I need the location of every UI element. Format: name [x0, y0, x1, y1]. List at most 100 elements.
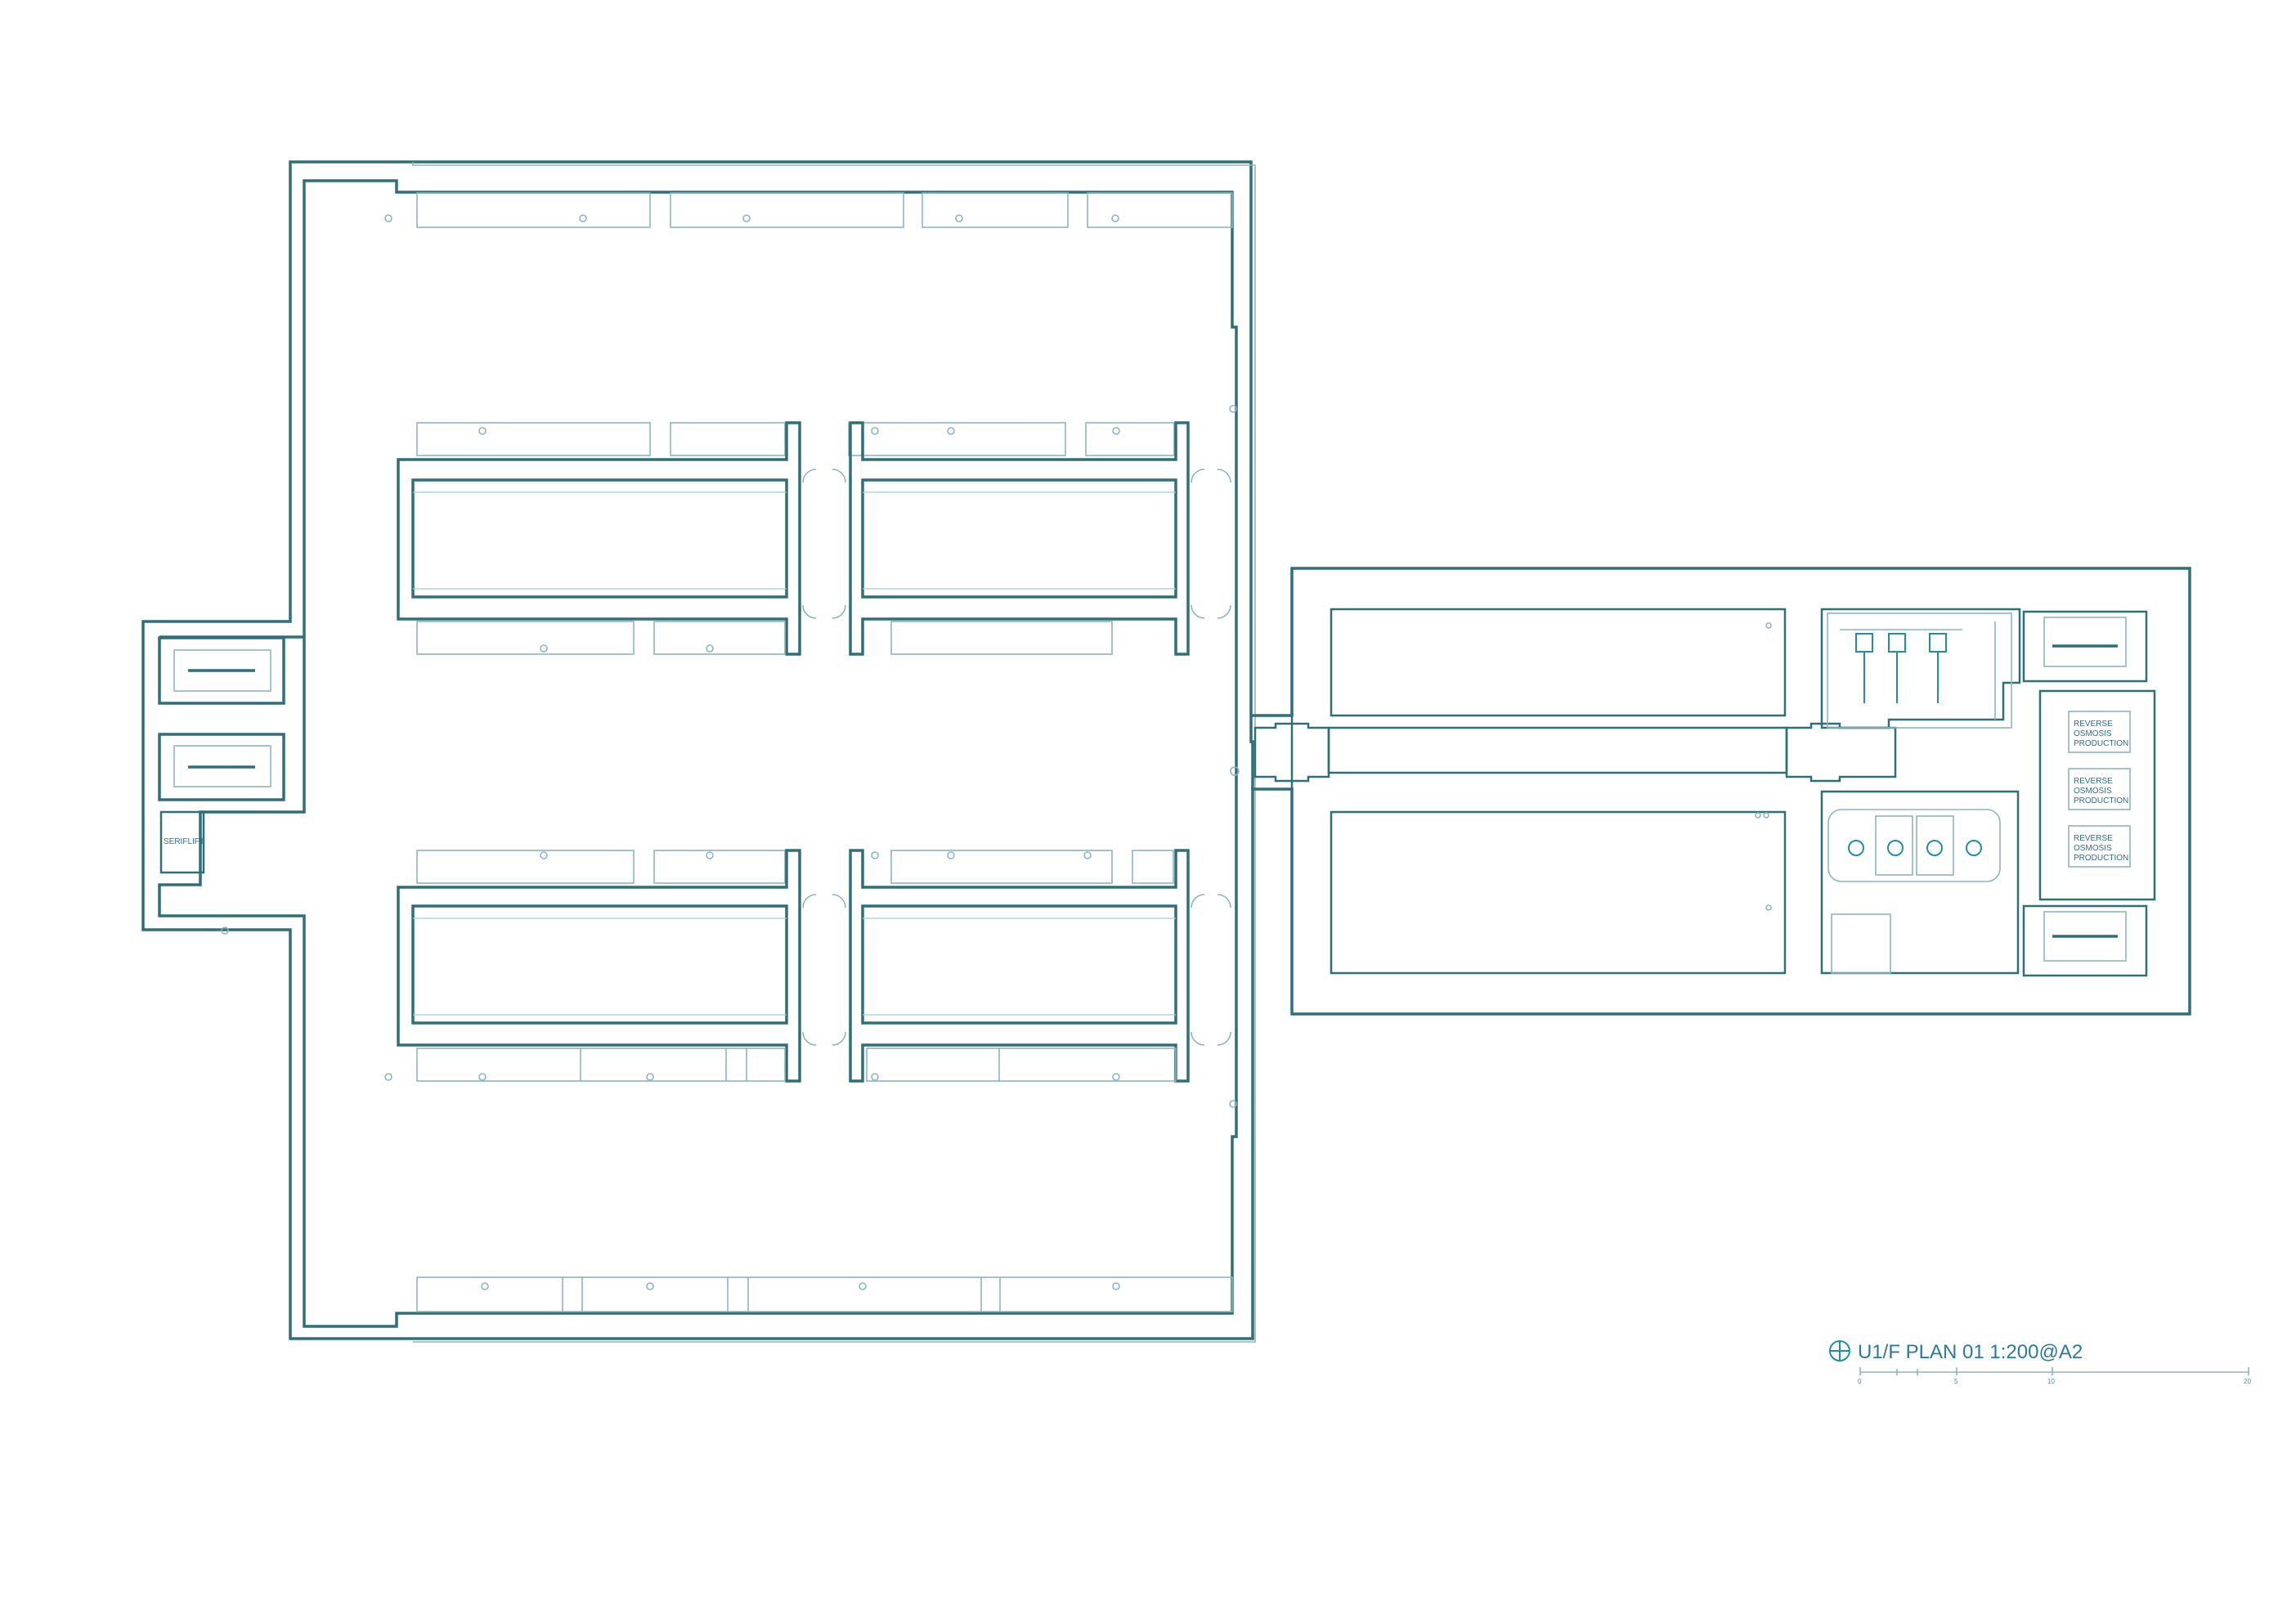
bench [416, 192, 651, 228]
pump [1966, 840, 1982, 856]
ro-cell-2 [2068, 768, 2131, 810]
bench [416, 422, 651, 456]
column-marker [955, 214, 963, 222]
door-swing [802, 1031, 846, 1046]
bench [653, 621, 786, 655]
column-marker [478, 1073, 487, 1081]
corridor-vestibule [1253, 722, 1330, 783]
upper-room-right-inner [861, 478, 1177, 599]
ro-cell-3 [2068, 825, 2131, 868]
column-marker [706, 644, 714, 653]
upper-room-right-wall [849, 421, 1190, 656]
scale-label-10: 10 [2047, 1378, 2055, 1385]
link-corridor-wall [1251, 567, 2191, 1016]
bench [670, 192, 904, 228]
fixture-marker [1763, 812, 1769, 819]
east-stair-core-bottom [2022, 904, 2148, 977]
column-marker [1112, 1282, 1120, 1290]
ro-hall [2038, 689, 2156, 901]
ro-cell-1 [2068, 711, 2131, 753]
door-swing [1191, 1031, 1231, 1046]
upper-room-left-inner [411, 478, 788, 599]
bench [670, 422, 786, 456]
ro-cell-1-label-1: REVERSE [2074, 720, 2113, 729]
door-swing [802, 894, 846, 908]
stair-core-1-run [173, 649, 271, 692]
drawing-title: U1/F PLAN 01 1:200@A2 [1858, 1341, 2083, 1363]
fixture-marker [1765, 904, 1772, 911]
column-marker [1111, 214, 1119, 222]
bench [890, 850, 1113, 884]
pump [1848, 840, 1864, 856]
main-hall-inner-wall [158, 179, 1238, 1328]
door-swing [802, 469, 846, 483]
column-marker [384, 214, 392, 222]
ro-cell-2-label-3: PRODUCTION [2074, 796, 2128, 805]
filter-units [1840, 621, 1996, 720]
plant-room-upper [1820, 608, 2021, 729]
bench [922, 192, 1069, 228]
column-marker [1229, 1100, 1237, 1108]
column-marker [579, 214, 587, 222]
column-marker [947, 851, 955, 859]
east-stair-top-run [2043, 617, 2127, 667]
ro-cell-2-label-2: OSMOSIS [2074, 787, 2112, 796]
ro-cell-3-label-1: REVERSE [2074, 834, 2113, 843]
east-stair-core-top [2022, 610, 2148, 683]
east-room-lower [1330, 810, 1787, 975]
ro-cell-3-label-2: OSMOSIS [2074, 844, 2112, 853]
column-marker [1112, 427, 1120, 435]
column-marker [221, 926, 229, 935]
column-marker [871, 1073, 879, 1081]
bench [1132, 850, 1174, 884]
bench [1085, 422, 1175, 456]
bench [890, 621, 1113, 655]
column-marker [1083, 851, 1092, 859]
east-stair-bottom-run [2043, 911, 2127, 962]
fixture-marker [1765, 622, 1772, 629]
column-marker [1230, 766, 1240, 776]
scale-bar: 0 5 10 20 [1858, 1367, 2251, 1385]
pump-bay [1875, 815, 1913, 876]
filter-unit [1888, 633, 1906, 653]
main-hall-outer-wall [141, 160, 1254, 1340]
column-marker [1112, 1073, 1120, 1081]
upper-room-pair [397, 405, 1237, 656]
filter-unit [1855, 633, 1873, 653]
lower-room-right-wall [849, 849, 1190, 1083]
bench [416, 621, 635, 655]
bench [416, 850, 635, 884]
pump [1926, 840, 1943, 856]
east-room-upper [1330, 608, 1787, 717]
column-marker [540, 851, 548, 859]
tank-pad [1831, 913, 1891, 974]
pump [1887, 840, 1904, 856]
stair-core-2-wall [158, 733, 285, 801]
lower-room-right-inner [861, 904, 1177, 1025]
door-swing [1191, 894, 1231, 908]
ro-cell-3-label-3: PRODUCTION [2074, 854, 2128, 863]
east-block-outline [1290, 567, 2191, 1016]
column-marker [871, 427, 879, 435]
bench [866, 1048, 1177, 1082]
stair-core-1-wall [158, 636, 285, 705]
top-perimeter-benches [384, 192, 1233, 228]
service-lift-box [159, 810, 205, 874]
plant-room-lower [1820, 790, 2020, 975]
column-marker [478, 427, 487, 435]
west-stair-cores: SERIFLIFT [158, 636, 285, 874]
ro-cell-1-label-3: PRODUCTION [2074, 739, 2128, 748]
column-marker [859, 1282, 867, 1290]
title-block: U1/F PLAN 01 1:200@A2 0 5 10 20 [1829, 1340, 2251, 1385]
column-marker [384, 1073, 392, 1081]
column-marker [706, 851, 714, 859]
service-lift-label: SERIFLIFT [164, 837, 204, 846]
scale-label-5: 5 [1954, 1378, 1958, 1385]
lower-room-left-inner [411, 904, 788, 1025]
corridor-vestibule-east [1785, 722, 1897, 783]
stair-core-2-run [173, 745, 271, 787]
door-swing [1191, 604, 1231, 619]
fixture-marker [1755, 812, 1761, 819]
ro-cell-1-label-2: OSMOSIS [2074, 729, 2112, 738]
